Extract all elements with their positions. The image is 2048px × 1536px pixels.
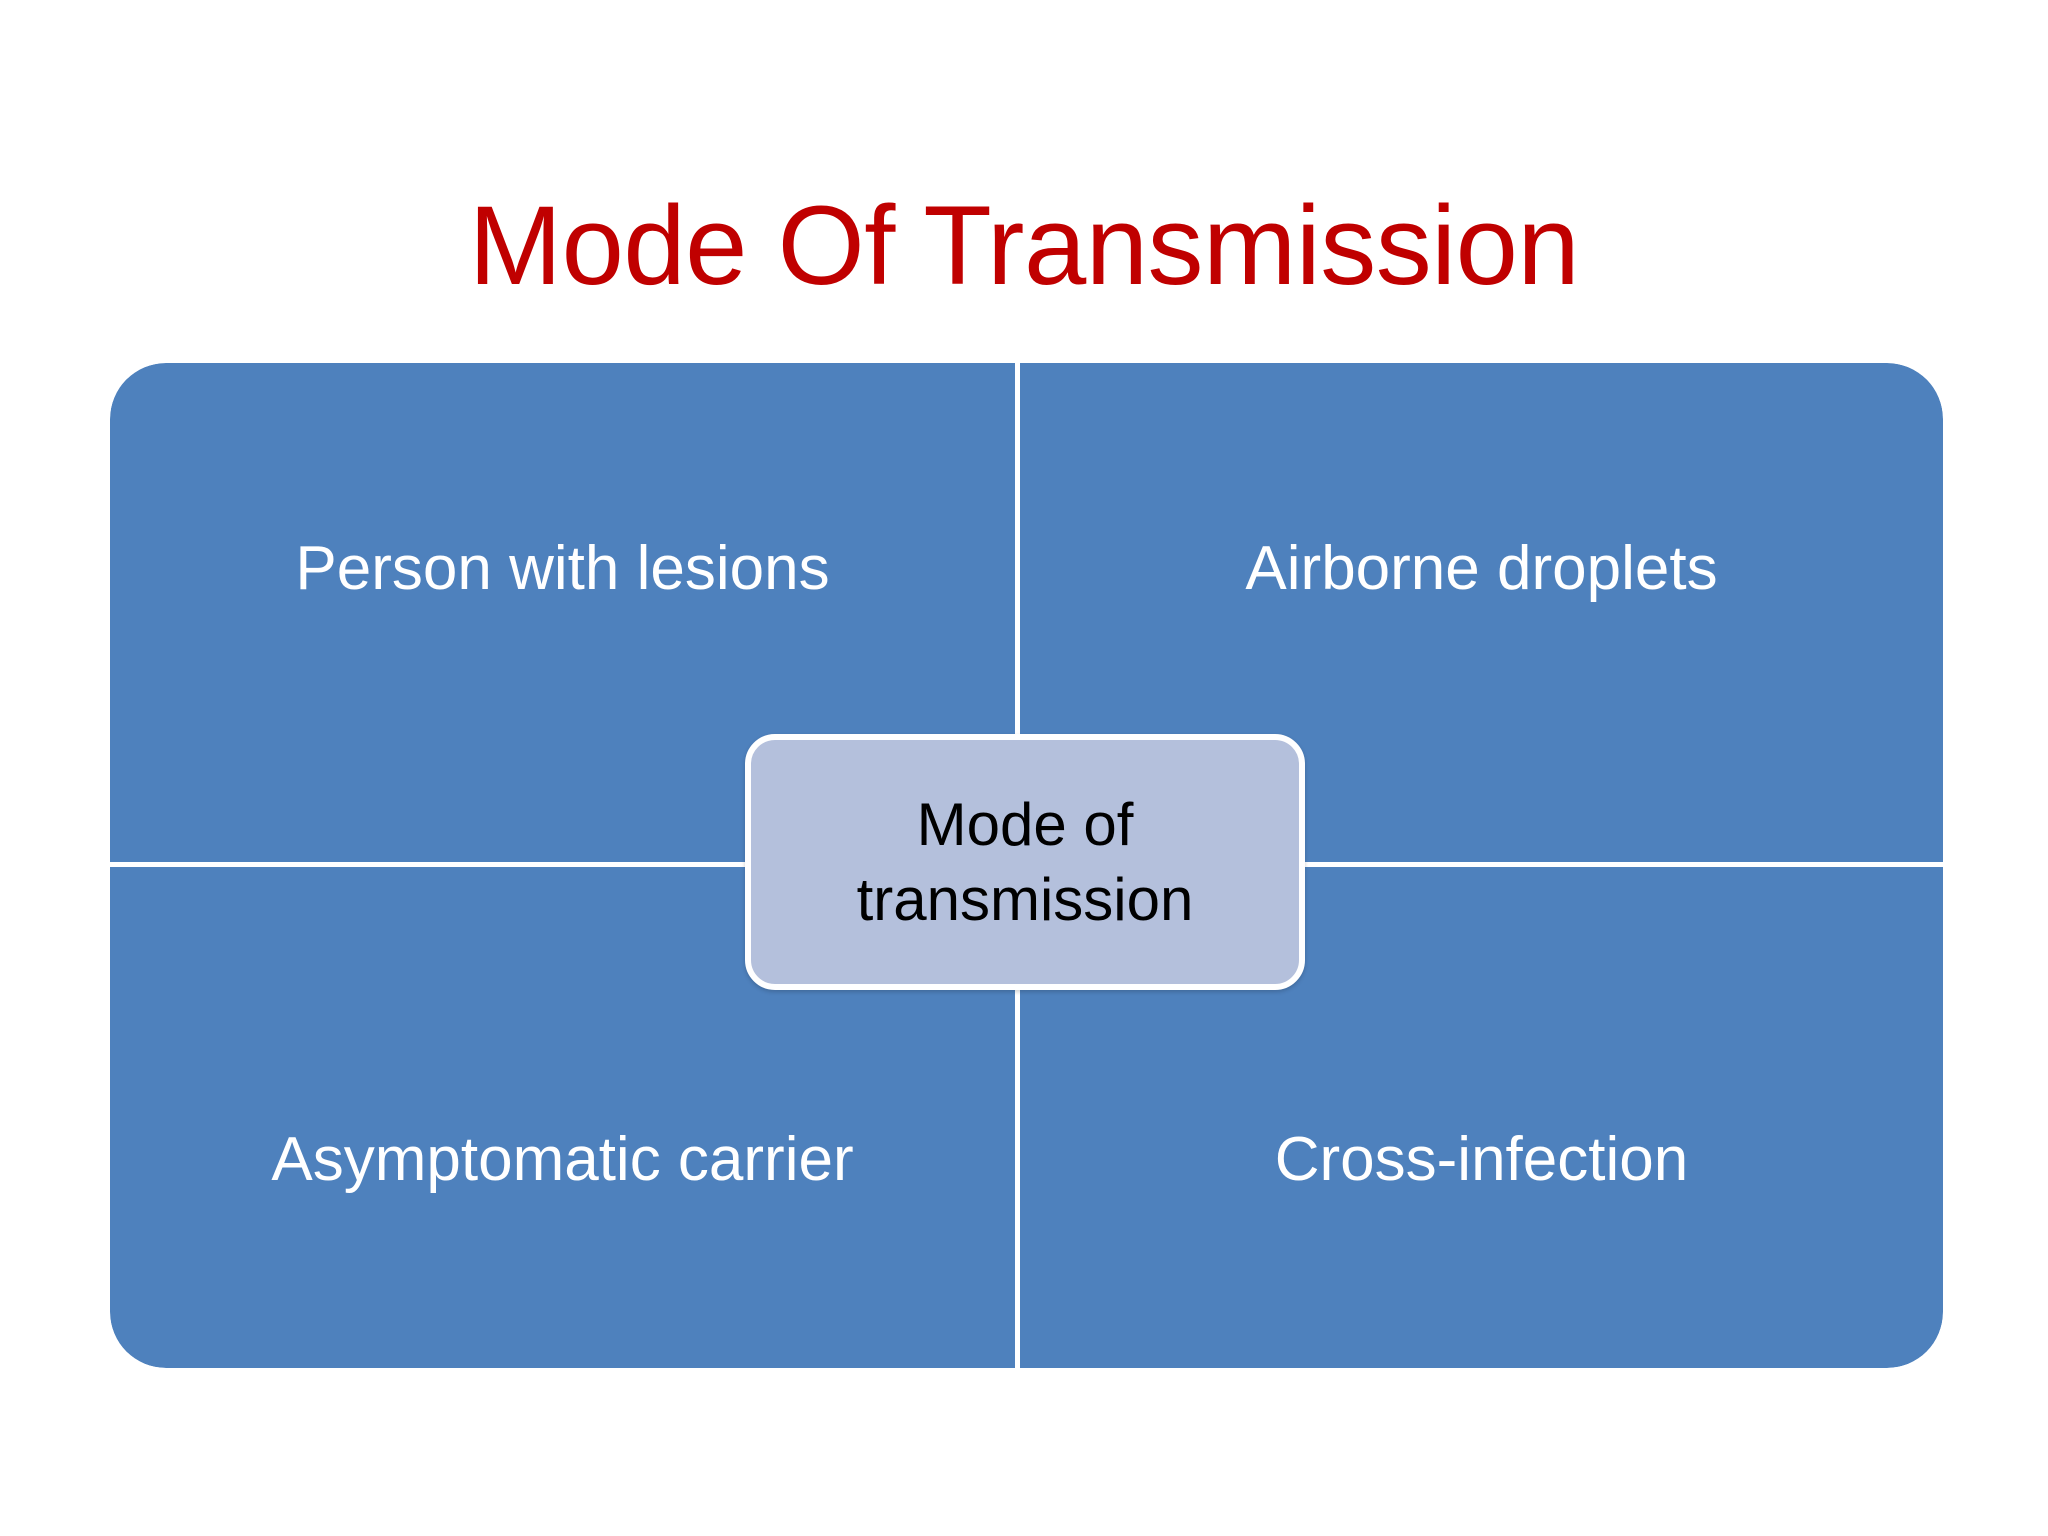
quadrant-bottom-left-label: Asymptomatic carrier [271, 1124, 854, 1194]
matrix-diagram: Person with lesions Airborne droplets As… [110, 363, 1943, 1368]
quadrant-bottom-right-label: Cross-infection [1274, 1124, 1689, 1194]
page-title: Mode Of Transmission [468, 183, 1580, 309]
quadrant-top-right-label: Airborne droplets [1245, 533, 1718, 603]
center-node[interactable]: Mode of transmission [745, 734, 1305, 990]
center-node-label-line1: Mode of [916, 791, 1134, 858]
quadrant-top-left-label: Person with lesions [295, 533, 830, 603]
center-node-label-line2: transmission [856, 866, 1194, 933]
quadrant-bottom-left[interactable]: Asymptomatic carrier [110, 867, 1015, 1368]
